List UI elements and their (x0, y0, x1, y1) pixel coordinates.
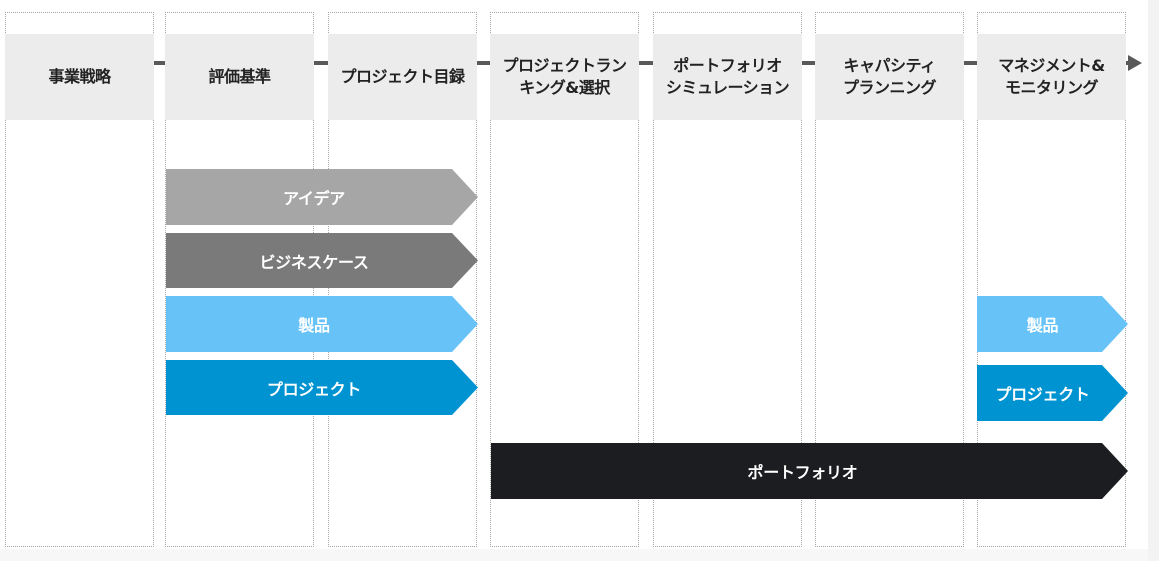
product-arrow: 製品 (166, 296, 478, 352)
stage-column-ranking (490, 12, 639, 547)
stage-column-strategy (5, 12, 154, 547)
stage-label: キャパシティ プランニング (842, 56, 937, 97)
project-arrow: プロジェクト (166, 360, 478, 415)
canvas-edge-right (1148, 0, 1159, 561)
stage-header-inventory: プロジェクト目録 (328, 34, 477, 120)
portfolio-label: ポートフォリオ (747, 463, 858, 482)
portfolio-arrow: ポートフォリオ (491, 443, 1128, 499)
stage-header-ranking: プロジェクトラン キング&選択 (490, 34, 639, 120)
business-case-label: ビジネスケース (259, 252, 369, 272)
stage-column-simulation (653, 12, 802, 547)
idea-arrow: アイデア (166, 169, 478, 225)
stage-header-monitoring: マネジメント& モニタリング (977, 34, 1126, 120)
product-arrow-monitoring: 製品 (977, 296, 1128, 352)
stage-header-simulation: ポートフォリオ シミュレーション (653, 34, 802, 120)
product-label: 製品 (1026, 316, 1059, 335)
timeline-line (150, 61, 1130, 65)
canvas-edge-bottom (0, 549, 1148, 561)
stage-label: 事業戦略 (48, 67, 111, 87)
idea-label: アイデア (282, 189, 345, 208)
project-label: プロジェクト (266, 379, 362, 399)
timeline-arrow-head (1128, 55, 1142, 71)
stage-label: プロジェクトラン キング&選択 (502, 56, 627, 97)
stage-label: 評価基準 (208, 67, 271, 87)
business-case-arrow: ビジネスケース (166, 233, 478, 288)
stage-header-capacity: キャパシティ プランニング (815, 34, 964, 120)
stage-label: マネジメント& モニタリング (998, 56, 1105, 97)
stage-header-strategy: 事業戦略 (5, 34, 154, 120)
stage-column-monitoring (977, 12, 1126, 547)
product-label: 製品 (298, 316, 330, 335)
project-label: プロジェクト (995, 385, 1090, 404)
stage-label: ポートフォリオ シミュレーション (665, 56, 790, 97)
stage-label: プロジェクト目録 (340, 67, 465, 87)
stage-header-criteria: 評価基準 (165, 34, 314, 120)
project-arrow-monitoring: プロジェクト (977, 365, 1128, 421)
stage-column-capacity (815, 12, 964, 547)
